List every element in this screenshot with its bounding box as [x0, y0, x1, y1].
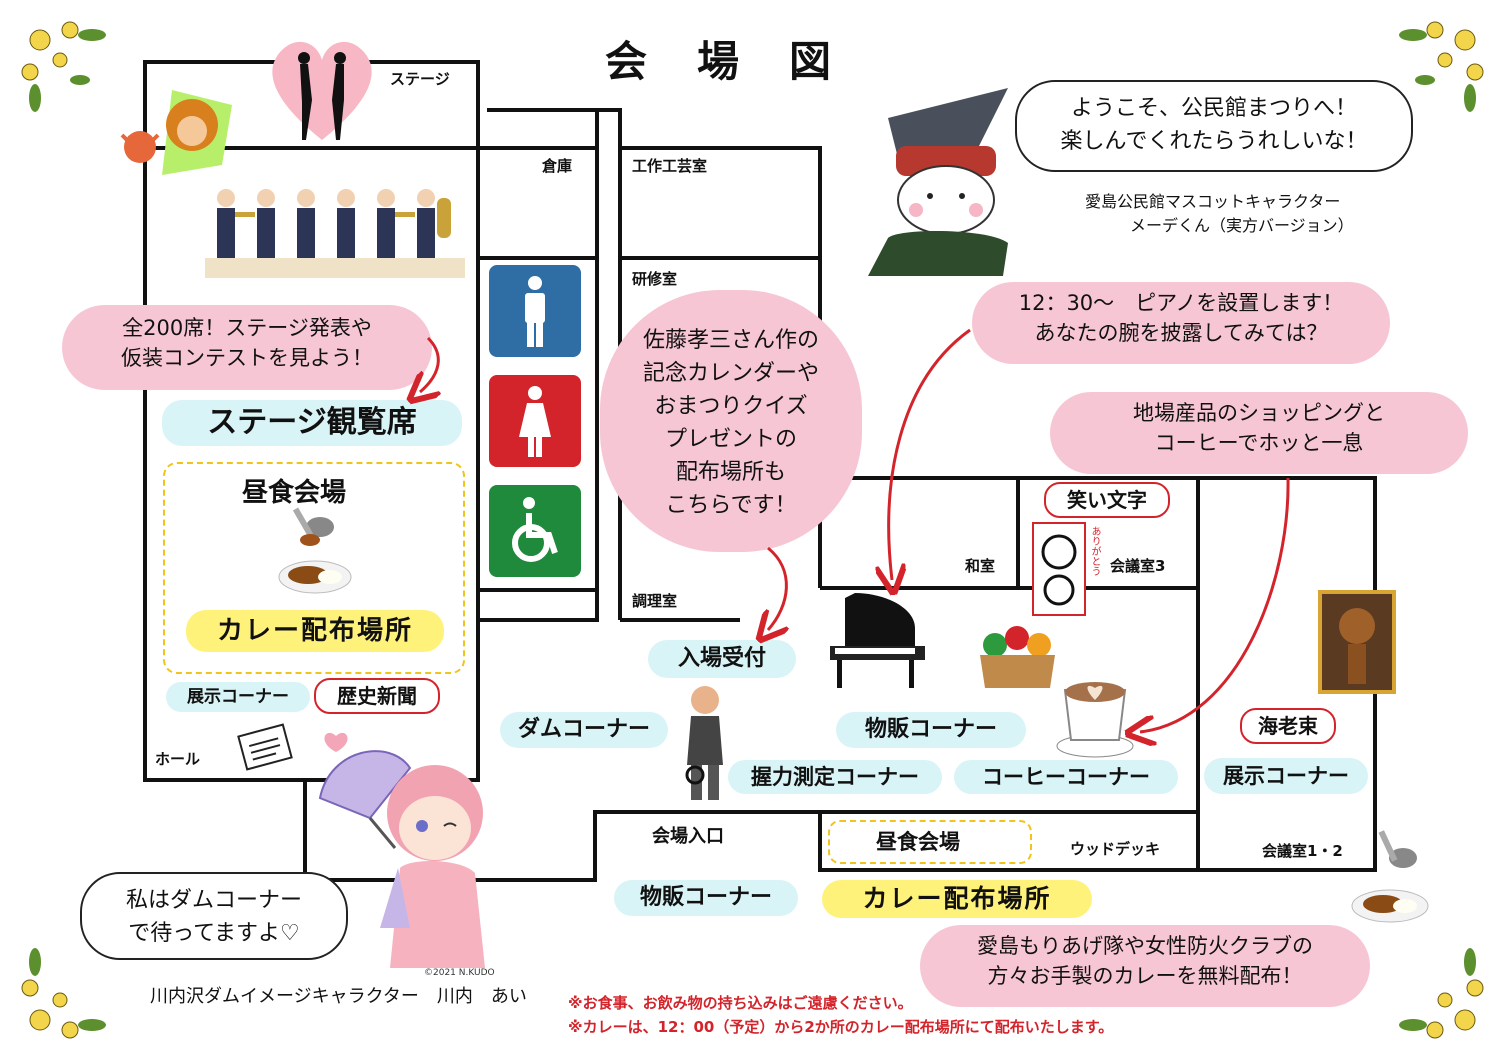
cloud-line: あなたの腕を披露してみては？	[1034, 321, 1328, 346]
flower-decoration-icon	[1399, 948, 1484, 1039]
cloud-line: 配布場所も	[675, 460, 786, 485]
dancer-heart-icon	[272, 41, 372, 140]
stage-seats-label: ステージ観覧席	[162, 400, 462, 446]
dam-character-icon	[318, 732, 485, 968]
cloud-line: プレゼントの	[664, 427, 797, 452]
cloud-line: 方々お手製のカレーを無料配布！	[987, 964, 1303, 989]
mede-kun-mascot-icon	[868, 88, 1008, 276]
exhibit-corner2-label: 展示コーナー	[1204, 758, 1368, 794]
bubble-line: 楽しんでくれたらうれしいな！	[1060, 129, 1368, 154]
calendar-info-cloud: 佐藤孝三さん作の 記念カレンダーや おまつりクイズ プレゼントの 配布場所も こ…	[600, 290, 862, 552]
cloud-line: 仮装コンテストを見よう！	[121, 346, 373, 371]
bubble-line: で待ってますよ♡	[128, 921, 300, 946]
page-title: 会 場 図	[605, 37, 836, 86]
cloud-line: 愛島もりあげ隊や女性防火クラブの	[977, 934, 1313, 958]
produce-box-icon	[980, 626, 1055, 688]
band-illustration-icon	[205, 189, 465, 278]
room-cooking: 調理室	[632, 592, 678, 610]
welcome-bubble: ようこそ、公民館まつりへ！ 楽しんでくれたらうれしいな！	[1015, 80, 1413, 172]
lunch-hall2-area	[828, 820, 1032, 864]
room-meeting12: 会議室1・2	[1262, 842, 1343, 860]
history-paper-label: 歴史新聞	[314, 678, 440, 714]
ebitaba-label: 海老束	[1240, 708, 1336, 744]
grip-corner-label: 握力測定コーナー	[728, 760, 942, 794]
room-wooddeck: ウッドデッキ	[1070, 840, 1161, 858]
room-washitsu: 和室	[965, 557, 996, 575]
cloud-line: 地場産品のショッピングと	[1133, 401, 1385, 425]
newspaper-icon	[237, 723, 293, 771]
room-stage: ステージ	[390, 70, 450, 88]
dam-character-caption: 川内沢ダムイメージキャラクター 川内 あい	[150, 986, 527, 1007]
piano-icon	[830, 593, 925, 688]
female-toilet-icon	[489, 375, 581, 467]
warai-moji-label: 笑い文字	[1044, 482, 1170, 518]
note-curry: ※カレーは、12：00（予定）から2か所のカレー配布場所にて配布いたします。	[568, 1018, 1114, 1036]
room-training: 研修室	[632, 270, 678, 288]
cloud-line: 全200席！ステージ発表や	[122, 316, 372, 340]
cloud-line: コーヒーでホッと一息	[1154, 431, 1364, 456]
seats-info-cloud: 全200席！ステージ発表や 仮装コンテストを見よう！	[62, 305, 432, 390]
warai-moji-artwork	[1032, 522, 1086, 616]
lunch-hall-area	[163, 462, 465, 674]
dam-bubble: 私はダムコーナー で待ってますよ♡	[80, 872, 348, 960]
coffee-cup-icon	[1056, 682, 1134, 758]
room-entrance: 会場入口	[652, 826, 724, 847]
curry-spot-label: カレー配布場所	[186, 610, 444, 652]
mascot-caption-1: 愛島公民館マスコットキャラクター	[1085, 192, 1341, 211]
flower-decoration-icon	[1399, 21, 1484, 112]
lunch-hall2-label: 昼食会場	[876, 830, 960, 854]
reception-label: 入場受付	[648, 640, 796, 678]
room-meeting3: 会議室3	[1110, 557, 1166, 575]
dam-corner-label: ダムコーナー	[500, 712, 668, 748]
exhibit-corner-label: 展示コーナー	[166, 682, 310, 712]
male-toilet-icon	[489, 265, 581, 357]
grip-tester-person-icon	[685, 686, 723, 800]
shop-corner-label: 物販コーナー	[836, 712, 1026, 748]
cloud-line: おまつりクイズ	[654, 394, 808, 419]
shopping-info-cloud: 地場産品のショッピングと コーヒーでホッと一息	[1050, 392, 1468, 474]
mascot-caption-2: メーデくん（実方バージョン）	[1130, 216, 1354, 235]
monkey-mascot-icon	[120, 90, 232, 175]
curry-icon	[278, 507, 352, 594]
lunch-hall-label: 昼食会場	[242, 478, 347, 508]
shop-corner2-label: 物販コーナー	[614, 880, 798, 916]
coffee-corner-label: コーヒーコーナー	[954, 760, 1178, 794]
curry-icon	[1351, 830, 1429, 923]
cloud-line: 佐藤孝三さん作の	[642, 328, 819, 353]
copyright-text: ©2021 N.KUDO	[424, 968, 495, 978]
cloud-line: 12：30～ ピアノを設置します！	[1018, 291, 1344, 315]
wheelchair-icon	[489, 485, 581, 577]
room-warehouse: 倉庫	[542, 157, 573, 175]
cloud-line: こちらです！	[665, 493, 797, 518]
curry-spot2-label: カレー配布場所	[822, 880, 1092, 918]
flower-decoration-icon	[21, 948, 106, 1039]
bubble-line: ようこそ、公民館まつりへ！	[1070, 96, 1357, 121]
ebitaba-artwork	[1318, 590, 1396, 694]
curry-info-cloud: 愛島もりあげ隊や女性防火クラブの 方々お手製のカレーを無料配布！	[920, 925, 1370, 1007]
warai-moji-sign: ありがとう	[1089, 526, 1100, 576]
piano-info-cloud: 12：30～ ピアノを設置します！ あなたの腕を披露してみては？	[972, 282, 1390, 364]
bubble-line: 私はダムコーナー	[125, 888, 302, 913]
note-food: ※お食事、お飲み物の持ち込みはご遠慮ください。	[568, 994, 913, 1012]
cloud-line: 記念カレンダーや	[642, 361, 819, 386]
room-hall: ホール	[155, 750, 201, 768]
flower-decoration-icon	[21, 21, 106, 112]
room-craft: 工作工芸室	[632, 157, 708, 175]
